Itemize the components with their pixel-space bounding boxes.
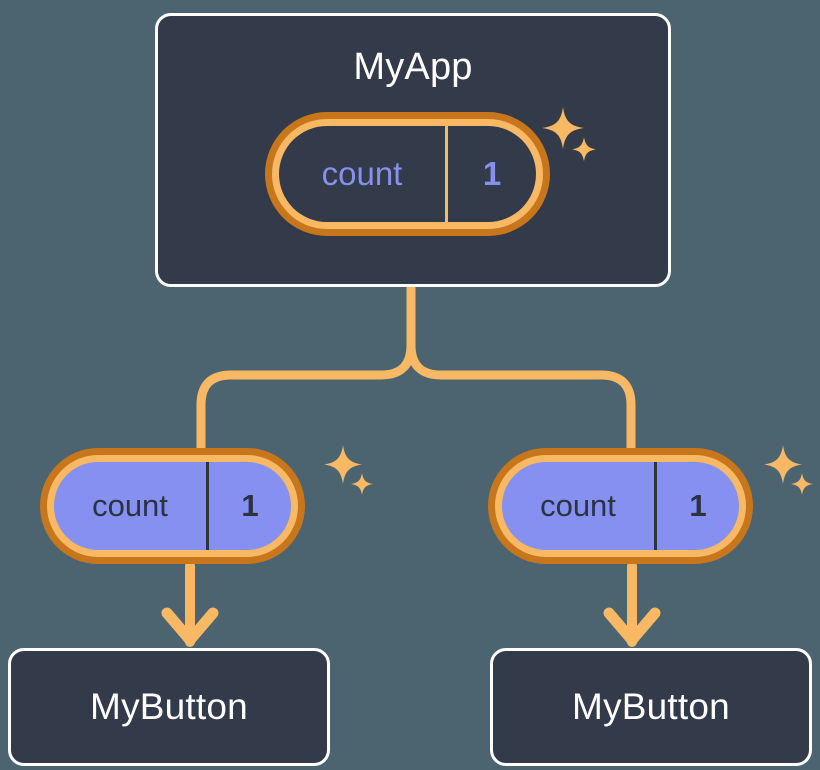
pill-outer-ring: count 1 — [265, 112, 550, 236]
component-card-mybutton-left[interactable]: MyButton — [8, 648, 330, 766]
pill-inner-ring: count 1 — [272, 119, 543, 229]
pill-outer-ring: count 1 — [40, 448, 305, 564]
arrow-right-to-mybutton — [603, 561, 661, 647]
pill-body: count 1 — [54, 462, 291, 550]
state-key-label: count — [540, 488, 616, 523]
state-pill-child-right[interactable]: count 1 — [488, 448, 753, 564]
pill-body: count 1 — [502, 462, 739, 550]
state-value-label: 1 — [654, 462, 739, 550]
sparkle-icon — [540, 105, 596, 167]
wire-to-right-child — [406, 282, 636, 460]
state-value-label: 1 — [206, 462, 291, 550]
component-title: MyButton — [572, 686, 730, 727]
arrow-left-to-mybutton — [161, 561, 219, 647]
pill-inner-ring: count 1 — [47, 455, 298, 557]
pill-body: count 1 — [279, 126, 536, 222]
pill-outer-ring: count 1 — [488, 448, 753, 564]
state-key-label: count — [92, 488, 168, 523]
sparkle-icon — [322, 443, 374, 501]
state-value-label: 1 — [445, 126, 536, 222]
component-card-mybutton-right[interactable]: MyButton — [490, 648, 812, 766]
wire-to-left-child — [196, 282, 416, 460]
page-title: MyApp — [353, 46, 473, 88]
pill-inner-ring: count 1 — [495, 455, 746, 557]
component-title: MyButton — [90, 686, 248, 727]
state-pill-child-left[interactable]: count 1 — [40, 448, 305, 564]
state-key-label: count — [321, 155, 403, 192]
state-pill-myapp[interactable]: count 1 — [265, 112, 550, 236]
sparkle-icon — [762, 443, 814, 501]
